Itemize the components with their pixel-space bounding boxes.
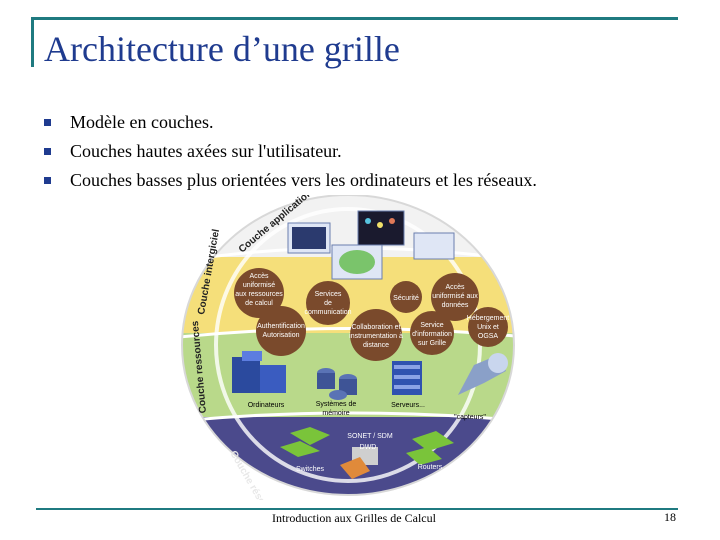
bullet-text: Couches basses plus orientées vers les o… xyxy=(70,170,537,190)
resource-label: mémoire xyxy=(322,410,349,417)
node-label: données xyxy=(442,302,469,309)
resource-label: Serveurs... xyxy=(391,402,425,409)
node-label: instrumentation à xyxy=(349,333,403,340)
node-label: OGSA xyxy=(478,333,499,340)
bullet-square-icon xyxy=(44,119,51,126)
node-label: Hébergement xyxy=(467,315,509,322)
svg-text:Unix et: Unix et xyxy=(477,324,499,331)
network-label: Routers xyxy=(418,464,443,471)
svg-text:Accès: Accès xyxy=(445,284,465,291)
resource-label: Ordinateurs xyxy=(248,402,285,409)
svg-text:aux ressources: aux ressources xyxy=(235,291,283,298)
resource-label: Systèmes de xyxy=(316,401,357,408)
svg-text:sur Grille: sur Grille xyxy=(418,340,446,347)
svg-text:Service: Service xyxy=(420,322,443,329)
svg-text:Services: Services xyxy=(315,291,342,298)
node-label: Autorisation xyxy=(263,332,300,339)
bullet-square-icon xyxy=(44,148,51,155)
svg-text:Authentification: Authentification xyxy=(257,323,305,330)
svg-text:communication: communication xyxy=(304,309,351,316)
svg-text:instrumentation à: instrumentation à xyxy=(349,333,403,340)
node-label: d'information xyxy=(412,331,452,338)
title-frame-left xyxy=(31,17,34,67)
node-label: Accès xyxy=(445,284,465,291)
svg-text:données: données xyxy=(442,302,469,309)
middleware-nodes xyxy=(234,268,508,361)
svg-text:Collaboration et: Collaboration et xyxy=(351,324,400,331)
node-label: Sécurité xyxy=(393,295,419,302)
node-label: Accès xyxy=(249,273,269,280)
node-label: Authentification xyxy=(257,323,305,330)
node-label: Unix et xyxy=(477,324,499,331)
svg-text:uniformisé aux: uniformisé aux xyxy=(432,293,478,300)
node-label: de calcul xyxy=(245,300,273,307)
svg-text:mémoire: mémoire xyxy=(322,410,349,417)
svg-text:Autorisation: Autorisation xyxy=(263,332,300,339)
node-label: uniformisé xyxy=(243,282,275,289)
footer-divider xyxy=(36,508,678,510)
application-screens xyxy=(287,210,455,280)
svg-text:de: de xyxy=(324,300,332,307)
grid-architecture-diagram: Accès uniformisé aux ressources de calcu… xyxy=(180,195,525,500)
footer-text: Introduction aux Grilles de Calcul xyxy=(272,511,436,525)
network-icons xyxy=(280,427,454,479)
node-label: aux ressources xyxy=(235,291,283,298)
resource-label: "capteurs" xyxy=(454,414,486,421)
node-label: Collaboration et xyxy=(351,324,400,331)
node-label: Service xyxy=(420,322,443,329)
svg-text:distance: distance xyxy=(363,342,389,349)
network-label: SONET / SDM xyxy=(347,433,393,440)
svg-text:uniformisé: uniformisé xyxy=(243,282,275,289)
svg-text:Accès: Accès xyxy=(249,273,269,280)
node-label: communication xyxy=(304,309,351,316)
node-label: distance xyxy=(363,342,389,349)
svg-text:Systèmes de: Systèmes de xyxy=(316,401,357,408)
svg-text:OGSA: OGSA xyxy=(478,333,499,340)
node-label: de xyxy=(324,300,332,307)
svg-text:de calcul: de calcul xyxy=(245,300,273,307)
network-label: DWD xyxy=(360,444,377,451)
node-label: uniformisé aux xyxy=(432,293,478,300)
bullet-text: Modèle en couches. xyxy=(70,112,214,132)
node-label: sur Grille xyxy=(418,340,446,347)
page-number: 18 xyxy=(664,510,676,524)
title-frame-top xyxy=(31,17,678,20)
svg-text:d'information: d'information xyxy=(412,331,452,338)
bullet-text: Couches hautes axées sur l'utilisateur. xyxy=(70,141,342,161)
resource-icons xyxy=(232,351,508,400)
slide-title: Architecture d’une grille xyxy=(44,29,400,69)
node-label: Services xyxy=(315,291,342,298)
network-label: Switches xyxy=(296,466,325,473)
svg-text:Hébergement: Hébergement xyxy=(467,315,509,322)
bullet-square-icon xyxy=(44,177,51,184)
